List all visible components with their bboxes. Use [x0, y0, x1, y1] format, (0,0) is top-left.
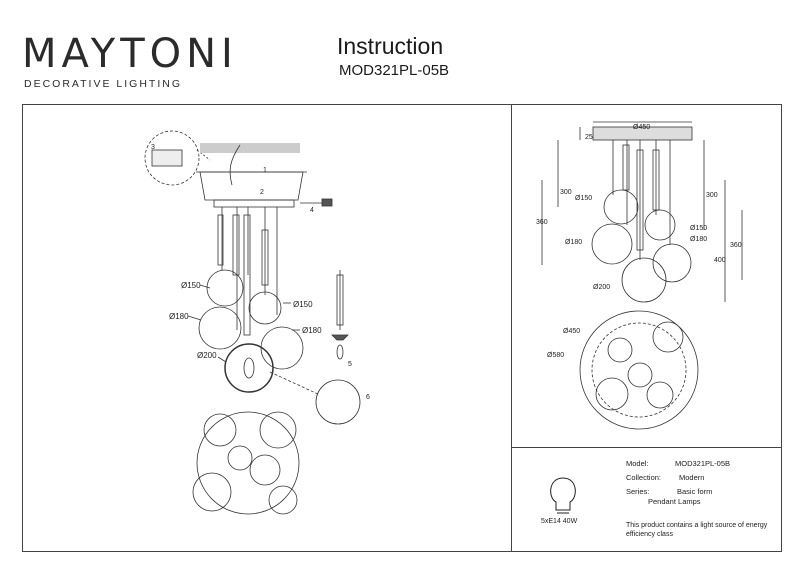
- label-d580: Ø580: [547, 352, 564, 359]
- label-d450: Ø450: [563, 328, 580, 335]
- canopy: [199, 171, 304, 201]
- brand-logo: MAYTONI DECORATIVE LIGHTING: [22, 34, 252, 90]
- label-d180l: Ø180: [565, 239, 582, 246]
- collection-key: Collection:: [626, 473, 662, 482]
- label-n2: 2: [260, 189, 264, 196]
- label-n4: 4: [310, 207, 314, 214]
- brand-name: MAYTONI: [22, 31, 238, 77]
- frame-divider-vertical: [511, 104, 512, 552]
- label-l360: 360: [536, 219, 548, 226]
- label-r360: 360: [730, 242, 742, 249]
- label-top-width: Ø450: [633, 124, 650, 131]
- label-r300: 300: [706, 192, 718, 199]
- frame-divider-horizontal: [511, 447, 782, 448]
- label-d200r: Ø200: [593, 284, 610, 291]
- globe-180-right: [260, 326, 304, 370]
- brand-tagline: DECORATIVE LIGHTING: [24, 78, 182, 90]
- bulb-icon: [550, 477, 576, 514]
- ceiling-plate: [200, 143, 300, 153]
- globe-exploded: [315, 379, 361, 425]
- plan-outer-circle: [196, 411, 300, 515]
- right-plan-580: [579, 310, 699, 430]
- detail-zoom-circle: [144, 130, 200, 186]
- right-ceiling-plate: [592, 126, 693, 141]
- series-value: Basic form: [677, 487, 713, 496]
- globe-180-left: [198, 306, 242, 350]
- collection-value: Modern: [679, 473, 705, 482]
- model-value: MOD321PL-05B: [675, 459, 731, 468]
- label-n5: 5: [348, 361, 352, 368]
- globe-200-center: [224, 343, 274, 393]
- globe-150-right: [248, 291, 282, 325]
- bulb-spec: 5xE14 40W: [541, 518, 578, 525]
- label-l300: 300: [560, 189, 572, 196]
- model-key: Model:: [626, 459, 649, 468]
- type-value: Pendant Lamps: [648, 497, 701, 506]
- label-d180a: Ø180: [169, 312, 189, 321]
- label-n6: 6: [366, 394, 370, 401]
- energy-note: This product contains a light source of …: [626, 522, 768, 538]
- globe-150-left: [206, 269, 244, 307]
- label-r400: 400: [714, 257, 726, 264]
- label-d150r: Ø150: [690, 225, 707, 232]
- label-n3: 3: [151, 144, 155, 151]
- drawing-frame: [22, 104, 782, 552]
- model-code: MOD321PL-05B: [339, 62, 450, 79]
- label-d150b: Ø150: [293, 300, 313, 309]
- label-d180r: Ø180: [690, 236, 707, 243]
- series-key: Series:: [626, 487, 650, 496]
- page-title: Instruction: [337, 33, 444, 59]
- label-d150l: Ø150: [575, 195, 592, 202]
- label-d200: Ø200: [197, 351, 217, 360]
- label-d150a: Ø150: [181, 281, 201, 290]
- label-top-h: 25: [585, 134, 593, 141]
- label-n1: 1: [263, 167, 267, 174]
- label-d180b: Ø180: [302, 326, 322, 335]
